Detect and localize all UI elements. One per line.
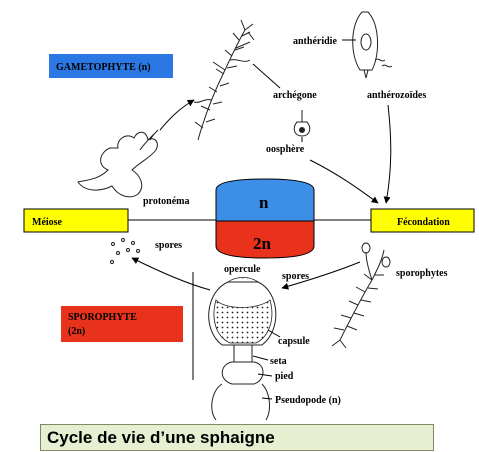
capsule-pointer xyxy=(267,329,281,338)
seta-label: seta xyxy=(270,356,287,367)
pseudopode-label: Pseudopode (n) xyxy=(275,395,341,406)
diagram-caption: Cycle de vie d’une sphaigne xyxy=(40,424,434,451)
spores-capsule-label: spores xyxy=(282,271,309,282)
pied-pointer xyxy=(257,373,273,377)
two-n-ploidy-half xyxy=(215,220,315,259)
archegonium-icon xyxy=(293,110,311,137)
seta-pointer xyxy=(252,355,269,361)
sporophyte-plant-icon xyxy=(331,242,391,349)
arrow-antheridie-to-fecondation xyxy=(383,104,392,204)
two-n-label: 2n xyxy=(253,234,272,253)
archegone-label: archégone xyxy=(273,90,317,101)
opercule-label: opercule xyxy=(224,264,261,275)
capsule-label: capsule xyxy=(278,336,310,347)
antheridie-label: anthéridie xyxy=(293,36,337,47)
sporophyte-label-line2: (2n) xyxy=(68,326,85,337)
archegone-pointer xyxy=(252,63,281,89)
moss-gametophyte-icon xyxy=(193,19,255,141)
protonema-icon xyxy=(77,129,159,198)
arrow-capsule-to-spores xyxy=(131,257,211,291)
gametophyte-box xyxy=(49,54,173,78)
sporophyte-label-line1: SPOROPHYTE xyxy=(68,312,137,323)
arrow-protonema-to-gametophyte xyxy=(159,99,195,131)
arrow-sporophyte-to-capsule xyxy=(281,261,361,290)
sporophyte-box xyxy=(61,306,183,342)
spores-icon xyxy=(110,238,140,264)
antherozoides-icon xyxy=(374,58,393,68)
meiose-label: Méiose xyxy=(32,217,63,228)
antherozoides-label: anthérozoïdes xyxy=(367,90,426,101)
oosphere-label: oosphère xyxy=(266,144,305,155)
antheridium-icon xyxy=(352,11,379,79)
n-label: n xyxy=(259,193,269,212)
pseudopode-pointer xyxy=(261,397,273,400)
fecondation-label: Fécondation xyxy=(397,217,450,228)
sporophytes-label: sporophytes xyxy=(396,268,448,279)
capsule-icon xyxy=(208,277,277,421)
arrow-oosphere-to-fecondation xyxy=(309,159,379,204)
pied-label: pied xyxy=(275,371,294,382)
protonema-label: protonéma xyxy=(143,196,189,207)
gametophyte-label: GAMETOPHYTE (n) xyxy=(56,62,151,73)
n-ploidy-half xyxy=(215,178,315,222)
spores-left-label: spores xyxy=(155,240,182,251)
